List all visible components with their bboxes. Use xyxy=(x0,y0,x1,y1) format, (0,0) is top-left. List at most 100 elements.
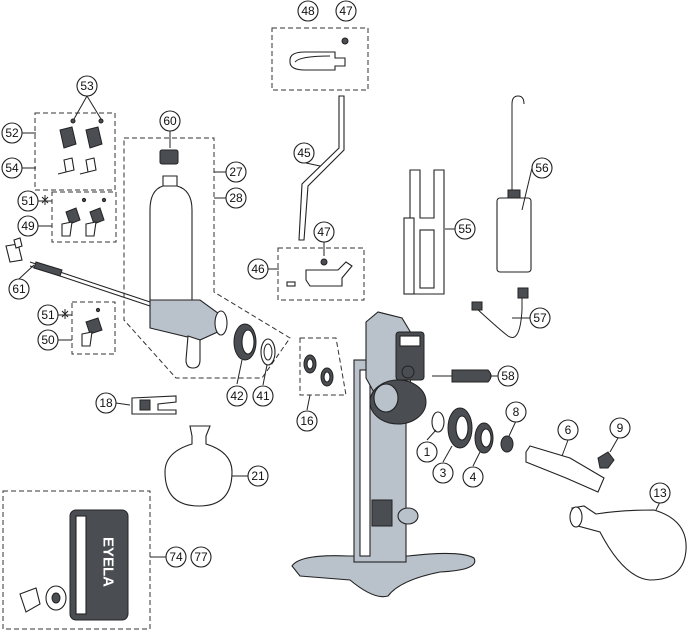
svg-text:1: 1 xyxy=(424,445,431,459)
callout-50: 50 xyxy=(37,329,59,351)
hose-adapter-part xyxy=(61,197,107,237)
joint-clip-part xyxy=(131,395,177,415)
callout-55: 55 xyxy=(454,218,476,240)
svg-text:45: 45 xyxy=(297,146,311,160)
callout-57: 57 xyxy=(529,307,551,329)
svg-text:57: 57 xyxy=(533,311,547,325)
svg-text:41: 41 xyxy=(256,389,270,403)
svg-text:4: 4 xyxy=(470,470,477,484)
group-box-50-51 xyxy=(71,301,116,355)
drive-nut-part xyxy=(447,407,473,449)
callout-4: 4 xyxy=(462,466,484,488)
pear-flask-part xyxy=(571,505,687,581)
mounting-bracket-part xyxy=(403,169,445,295)
callout-47-b: 47 xyxy=(313,221,335,243)
group-box-52-53 xyxy=(34,112,116,191)
callout-27: 27 xyxy=(225,161,247,183)
svg-text:28: 28 xyxy=(229,191,243,205)
joint-nut-part xyxy=(474,422,494,454)
svg-text:13: 13 xyxy=(653,486,667,500)
callout-60: 60 xyxy=(159,110,181,132)
svg-text:74: 74 xyxy=(169,550,183,564)
seal-caps-part xyxy=(57,118,104,175)
svg-text:47: 47 xyxy=(339,4,353,18)
power-cable-part xyxy=(471,287,529,338)
svg-text:9: 9 xyxy=(617,421,624,435)
svg-text:46: 46 xyxy=(251,262,265,276)
callout-56: 56 xyxy=(531,157,553,179)
evaporator-stand-body xyxy=(291,311,476,598)
callout-74: 74 xyxy=(165,546,187,568)
callout-1: 1 xyxy=(416,441,438,463)
ball-part xyxy=(341,37,349,45)
svg-text:16: 16 xyxy=(300,414,314,428)
screwdriver-part xyxy=(432,369,492,383)
callout-45: 45 xyxy=(293,142,315,164)
callout-6: 6 xyxy=(557,419,579,441)
svg-text:61: 61 xyxy=(12,282,26,296)
hose-clamp-part xyxy=(289,51,346,71)
callout-46: 46 xyxy=(247,258,269,280)
callout-28: 28 xyxy=(225,187,247,209)
svg-text:77: 77 xyxy=(194,550,208,564)
group-box-49-51 xyxy=(51,191,117,243)
leader-lines xyxy=(18,95,661,558)
callout-21: 21 xyxy=(247,465,269,487)
svg-text:60: 60 xyxy=(163,114,177,128)
callout-labels: 48 47 53 52 60 45 56 27 28 54 51 49 55 4… xyxy=(1,0,671,568)
callout-77: 77 xyxy=(190,546,212,568)
callout-18: 18 xyxy=(95,392,117,414)
svg-text:58: 58 xyxy=(501,369,515,383)
vapor-duct-part xyxy=(525,445,605,493)
svg-text:47: 47 xyxy=(317,225,331,239)
rubber-stopper-part xyxy=(159,149,179,165)
callout-53: 53 xyxy=(76,75,98,97)
callout-3: 3 xyxy=(432,462,454,484)
svg-text:18: 18 xyxy=(99,396,113,410)
remote-controller-part xyxy=(496,95,532,273)
group-box-48-47 xyxy=(271,27,369,91)
svg-text:55: 55 xyxy=(458,222,472,236)
svg-text:52: 52 xyxy=(5,126,19,140)
group-box-27-28 xyxy=(123,137,291,379)
round-flask-part xyxy=(164,425,233,507)
flask-clip-part xyxy=(597,451,615,469)
callout-9: 9 xyxy=(609,417,631,439)
bent-rod-part xyxy=(298,95,345,241)
callout-49: 49 xyxy=(17,215,39,237)
callout-47: 47 xyxy=(335,0,357,22)
leak-rod-part xyxy=(5,237,151,307)
bath-cover-part: EYELA xyxy=(19,509,129,621)
callout-58: 58 xyxy=(497,365,519,387)
small-clip-part xyxy=(500,435,514,453)
svg-text:51: 51 xyxy=(21,194,35,208)
condenser-vessel-part xyxy=(149,175,228,369)
callout-51: 51 xyxy=(17,190,39,212)
svg-text:27: 27 xyxy=(229,165,243,179)
callout-54: 54 xyxy=(1,157,23,179)
marker-icons xyxy=(41,195,69,319)
group-box-46-47 xyxy=(277,247,365,301)
svg-text:42: 42 xyxy=(230,389,244,403)
svg-text:3: 3 xyxy=(440,466,447,480)
callout-8: 8 xyxy=(505,401,527,423)
svg-text:49: 49 xyxy=(21,219,35,233)
svg-text:53: 53 xyxy=(80,79,94,93)
group-box-16 xyxy=(299,337,347,396)
svg-text:51: 51 xyxy=(41,308,55,322)
callout-41: 41 xyxy=(252,385,274,407)
brand-logo-text: EYELA xyxy=(100,537,117,587)
rod-holder-part xyxy=(286,258,353,287)
callout-51-b: 51 xyxy=(37,304,59,326)
small-adapter-part xyxy=(81,307,103,347)
svg-text:48: 48 xyxy=(301,4,315,18)
svg-text:21: 21 xyxy=(251,469,265,483)
callout-13: 13 xyxy=(649,482,671,504)
callout-61: 61 xyxy=(8,278,30,300)
svg-text:6: 6 xyxy=(565,423,572,437)
callout-52: 52 xyxy=(1,122,23,144)
callout-42: 42 xyxy=(226,385,248,407)
svg-text:54: 54 xyxy=(5,161,19,175)
packing-ring-part xyxy=(431,411,445,433)
